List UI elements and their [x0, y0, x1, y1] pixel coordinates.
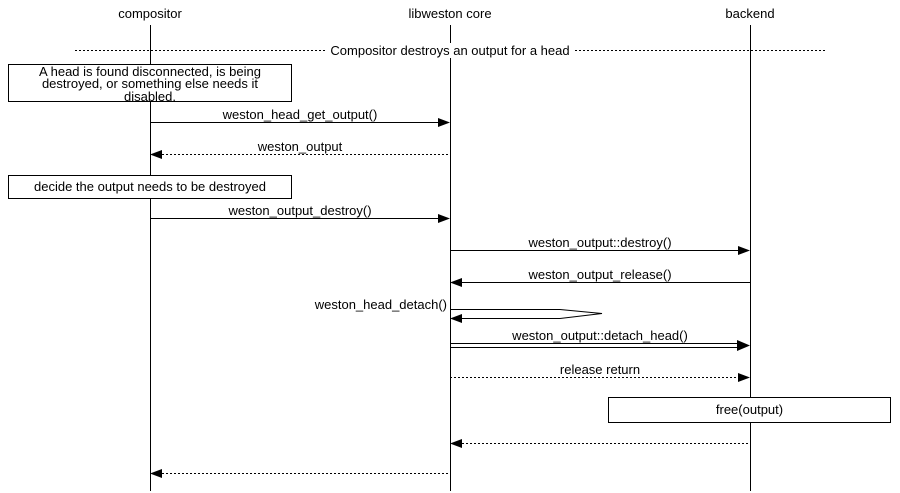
divider-label: Compositor destroys an output for a head: [326, 43, 574, 58]
arrowhead-left-icon: [450, 278, 462, 287]
participant-libweston-core: libweston core: [408, 6, 492, 21]
message-label-release-return: release return: [559, 362, 641, 377]
message-self-loop-5: [450, 309, 603, 319]
arrowhead-right-icon: [438, 214, 450, 223]
message-label-get-output: weston_head_get_output(): [222, 107, 378, 122]
arrowhead-right-icon: [738, 373, 750, 382]
message-label-backend-destroy: weston_output::destroy(): [528, 235, 672, 250]
arrowhead-right-icon: [737, 340, 750, 351]
note-head-disconnected: A head is found disconnected, is being d…: [8, 64, 292, 104]
arrowhead-left-icon: [450, 314, 462, 323]
note-line: disabled.: [123, 88, 177, 104]
arrowhead-left-icon: [150, 469, 162, 478]
arrowhead-right-icon: [738, 246, 750, 255]
note-free-output: free(output): [608, 397, 891, 423]
participant-compositor: compositor: [118, 6, 182, 21]
message-label-output-destroy: weston_output_destroy(): [228, 203, 372, 218]
arrowhead-left-icon: [150, 150, 162, 159]
arrowhead-left-icon: [450, 439, 462, 448]
participant-backend: backend: [725, 6, 775, 21]
note-line: destroyed, or something else needs it: [41, 76, 259, 92]
arrowhead-right-icon: [438, 118, 450, 127]
note-decide-destroy: decide the output needs to be destroyed: [8, 175, 292, 199]
message-label-output-release: weston_output_release(): [528, 267, 672, 282]
note-line: A head is found disconnected, is being: [39, 64, 261, 79]
message-label-weston-output: weston_output: [257, 139, 343, 154]
message-label-head-detach: weston_head_detach(): [314, 297, 447, 312]
message-label-detach-head: weston_output::detach_head(): [512, 328, 688, 343]
